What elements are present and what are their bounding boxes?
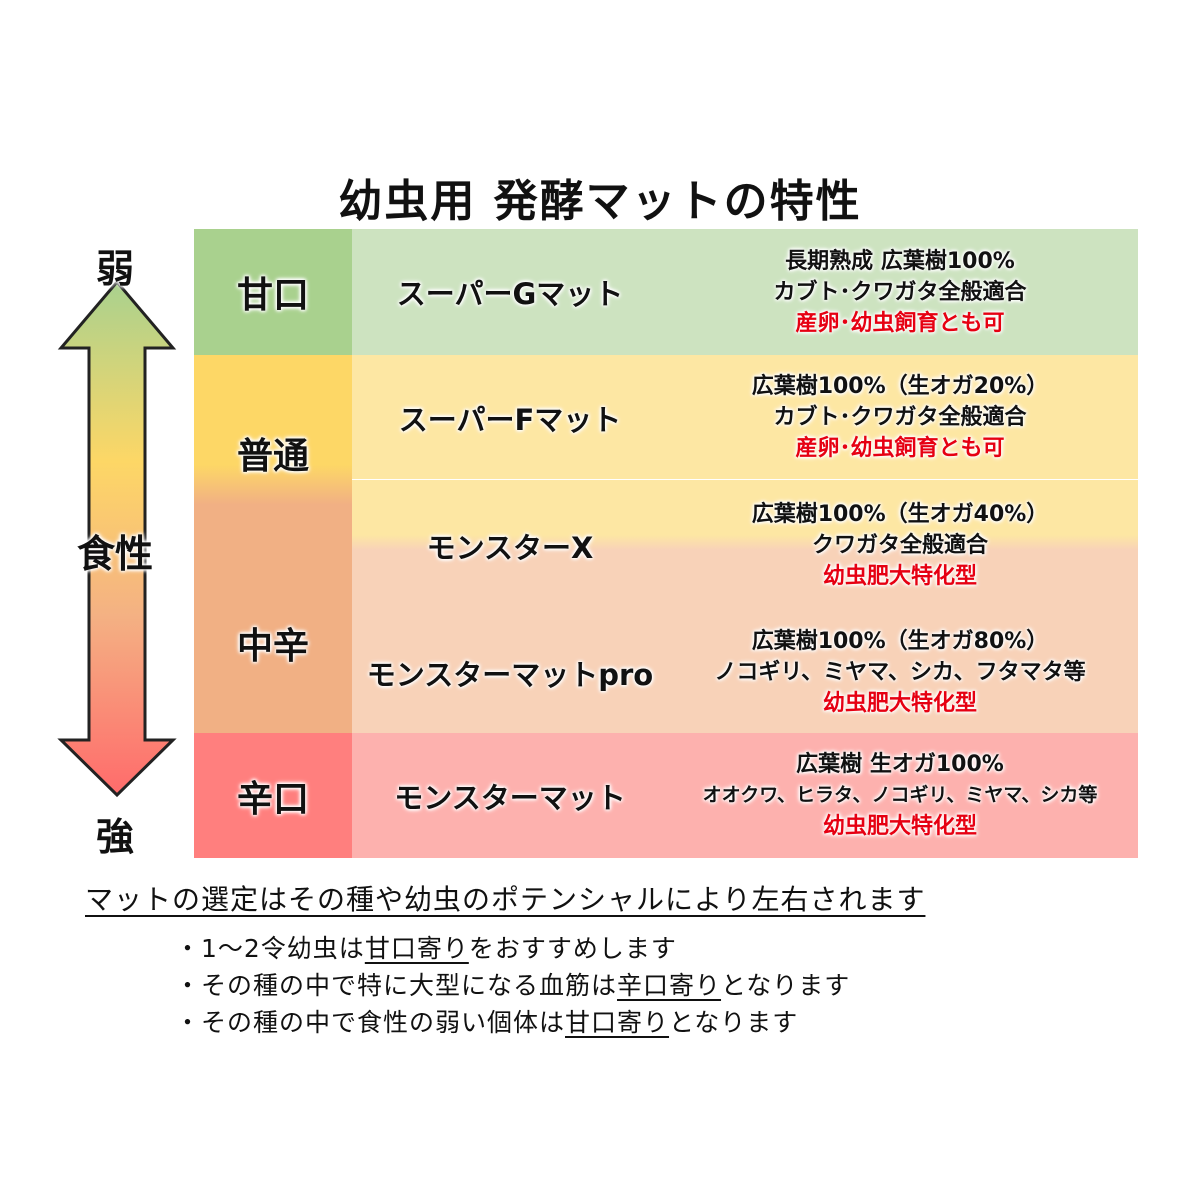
desc-line: 広葉樹100%（生オガ80%）	[751, 629, 1049, 654]
tip-emphasis: 甘口寄り	[565, 1008, 670, 1037]
page-title: 幼虫用 発酵マットの特性	[338, 176, 862, 227]
tip-item: ・その種の中で食性の弱い個体は甘口寄りとなります	[175, 1004, 850, 1041]
product-name: スーパーFマット	[398, 402, 622, 437]
level-bg-medium	[194, 355, 352, 733]
desc-line: クワガタ全般適合	[811, 533, 988, 558]
desc-line: カブト･クワガタ全般適合	[773, 405, 1027, 430]
tip-text: をおすすめします	[468, 934, 677, 963]
desc-highlight: 幼虫肥大特化型	[822, 814, 977, 839]
row-bg	[352, 229, 1138, 355]
product-description: 広葉樹100%（生オガ20%） カブト･クワガタ全般適合 産卵･幼虫飼育とも可	[660, 355, 1140, 480]
product-name: モンスターマットpro	[366, 657, 654, 692]
desc-line: カブト･クワガタ全般適合	[773, 279, 1027, 305]
level-bg-hot	[194, 733, 352, 858]
axis-appetite-label: 食性	[76, 532, 153, 576]
desc-line: 広葉樹100%（生オガ20%）	[751, 374, 1049, 399]
tip-emphasis: 辛口寄り	[617, 971, 722, 1000]
product-description: 広葉樹 生オガ100% オオクワ、ヒラタ、ノコギリ、ミヤマ、シカ等 幼虫肥大特化…	[660, 733, 1140, 858]
product-description: 長期熟成 広葉樹100% カブト･クワガタ全般適合 産卵･幼虫飼育とも可	[660, 229, 1140, 355]
desc-line: 長期熟成 広葉樹100%	[785, 248, 1015, 274]
tip-emphasis: 甘口寄り	[364, 934, 469, 963]
tip-text: ・1～2令幼虫は	[175, 934, 365, 963]
axis-strong-label: 強	[95, 815, 134, 859]
tip-text: ・その種の中で食性の弱い個体は	[175, 1008, 566, 1037]
tip-item: ・1～2令幼虫は甘口寄りをおすすめします	[175, 930, 850, 967]
level-hot: 辛口	[236, 778, 309, 820]
product-description: 広葉樹100%（生オガ80%） ノコギリ、ミヤマ、シカ、フタマタ等 幼虫肥大特化…	[660, 610, 1140, 735]
desc-highlight: 産卵･幼虫飼育とも可	[795, 436, 1005, 461]
desc-highlight: 幼虫肥大特化型	[822, 691, 977, 716]
selection-note: マットの選定はその種や幼虫のポテンシャルにより左右されます	[85, 883, 926, 916]
tips-list: ・1～2令幼虫は甘口寄りをおすすめします ・その種の中で特に大型になる血筋は辛口…	[175, 930, 850, 1041]
desc-line: 広葉樹 生オガ100%	[796, 752, 1004, 777]
product-name: モンスターマット	[394, 780, 626, 815]
product-name: モンスターX	[426, 530, 594, 565]
tip-item: ・その種の中で特に大型になる血筋は辛口寄りとなります	[175, 967, 850, 1004]
product-description: 広葉樹100%（生オガ40%） クワガタ全般適合 幼虫肥大特化型	[660, 483, 1140, 608]
row-bg	[352, 733, 1138, 858]
row-bg	[352, 480, 1138, 733]
desc-highlight: 幼虫肥大特化型	[822, 564, 977, 589]
level-medium-hot: 中辛	[236, 626, 309, 667]
desc-highlight: 産卵･幼虫飼育とも可	[795, 310, 1005, 336]
tip-text: となります	[669, 1008, 799, 1037]
product-name: スーパーGマット	[396, 277, 624, 311]
level-normal: 普通	[236, 436, 309, 477]
row-bg	[352, 355, 1138, 479]
axis-weak-label: 弱	[95, 247, 134, 291]
desc-line: 広葉樹100%（生オガ40%）	[751, 502, 1049, 527]
double-arrow-icon	[57, 280, 177, 798]
desc-line: オオクワ、ヒラタ、ノコギリ、ミヤマ、シカ等	[702, 784, 1098, 806]
tip-text: ・その種の中で特に大型になる血筋は	[175, 971, 618, 1000]
level-bg-mild	[194, 229, 352, 355]
tip-text: となります	[721, 971, 851, 1000]
desc-line: ノコギリ、ミヤマ、シカ、フタマタ等	[714, 660, 1086, 685]
level-mild: 甘口	[236, 275, 309, 316]
